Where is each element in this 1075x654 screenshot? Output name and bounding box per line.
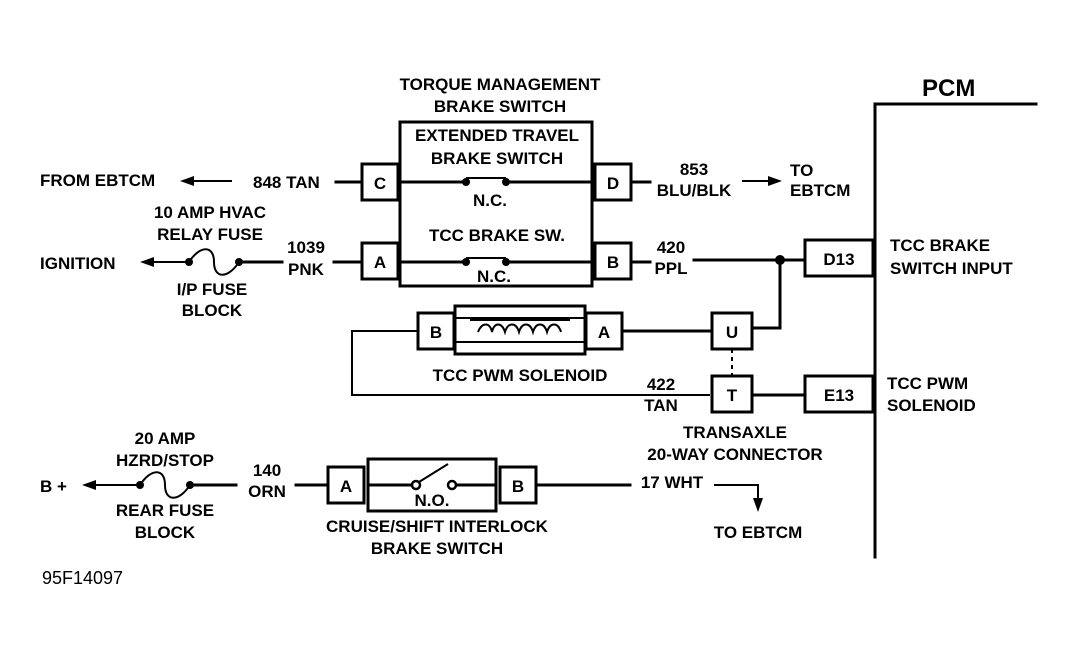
ign-fuse-rating-1: 10 AMP HVAC (154, 203, 266, 222)
transaxle-label-2: 20-WAY CONNECTOR (647, 445, 822, 464)
figure-code: 95F14097 (42, 568, 123, 588)
transaxle-pin-t-label: T (727, 386, 738, 405)
torque-pin-a-label: A (374, 253, 386, 272)
pcm-pin-d13 (803, 238, 875, 278)
cruise-switch-terminal-right (446, 479, 458, 491)
solenoid-pin-b (416, 311, 456, 351)
pcm-pin-d13-label: D13 (823, 250, 854, 269)
pcm-module: PCM TCC BRAKE SWITCH INPUT TCC PWM SOLEN… (873, 75, 1038, 559)
cruise-interlock-switch: N.O. A B CRUISE/SHIFT INTERLOCK BRAKE SW… (326, 457, 549, 558)
b-plus-arrow-head (82, 480, 96, 490)
wire-1039-color: PNK (288, 260, 325, 279)
wire-140-color: ORN (248, 482, 286, 501)
ign-fuse-rating-2: RELAY FUSE (157, 225, 263, 244)
cruise-switch-label-2: BRAKE SWITCH (371, 539, 503, 558)
to-ebtcm-top-label-1: TO (790, 161, 813, 180)
solenoid-pin-b-label: B (430, 323, 442, 342)
rear-fuse-block-2: BLOCK (135, 523, 196, 542)
solenoid-b-to-t-wire (351, 330, 710, 396)
wire-848-tan: FROM EBTCM 848 TAN (40, 171, 364, 192)
rear-fuse-rating-1: 20 AMP (135, 429, 196, 448)
cruise-pin-a (326, 465, 366, 505)
pcm-pin-e13 (803, 374, 875, 414)
wire-17-wht: 17 WHT TO EBTCM (534, 473, 802, 542)
transaxle-pin-t (710, 374, 754, 414)
pcm-tcc-pwm-label-1: TCC PWM (887, 374, 968, 393)
to-ebtcm-bottom-arrow-head (753, 498, 763, 512)
to-ebtcm-top-label-2: EBTCM (790, 181, 850, 200)
torque-pin-b-label: B (607, 253, 619, 272)
torque-pin-b (593, 241, 633, 281)
rear-fuse-rating-2: HZRD/STOP (116, 451, 214, 470)
tcc-pwm-solenoid: B A TCC PWM SOLENOID (351, 304, 714, 396)
cruise-pin-a-label: A (340, 477, 352, 496)
wire-420-color: PPL (654, 259, 687, 278)
transaxle-pin-u-label: U (726, 323, 738, 342)
torque-pin-a (360, 241, 400, 281)
ext-switch-terminal-right (502, 178, 510, 186)
from-ebtcm-label: FROM EBTCM (40, 171, 155, 190)
pcm-pin-e13-label: E13 (824, 386, 854, 405)
wire-420-number: 420 (657, 238, 685, 257)
ignition-fuse-circuit: 10 AMP HVAC RELAY FUSE IGNITION I/P FUSE… (40, 203, 364, 320)
torque-switch-title-1: TORQUE MANAGEMENT (400, 75, 601, 94)
torque-pin-d-label: D (607, 174, 619, 193)
transaxle-connector: U T 422 TAN E13 TRANSAXLE 20-WAY CONNECT… (644, 311, 875, 464)
pcm-tcc-brake-label-2: SWITCH INPUT (890, 259, 1013, 278)
ext-switch-nc: N.C. (473, 191, 507, 210)
cruise-switch-blade (418, 463, 449, 483)
ignition-label: IGNITION (40, 254, 116, 273)
wire-853-number: 853 (680, 160, 708, 179)
cruise-switch-terminal-left (410, 479, 422, 491)
cruise-switch-no: N.O. (415, 491, 450, 510)
rear-fuse-circuit: 20 AMP HZRD/STOP B + REAR FUSE BLOCK 140… (40, 429, 330, 542)
pcm-title: PCM (922, 75, 975, 102)
wire-422-number: 422 (647, 375, 675, 394)
wire-422-color: TAN (644, 396, 678, 415)
cruise-pin-b (498, 465, 538, 505)
wire-853-color: BLU/BLK (657, 181, 732, 200)
solenoid-label: TCC PWM SOLENOID (433, 366, 608, 385)
wire-17-right-segment (714, 484, 759, 500)
wire-1039-number: 1039 (287, 238, 325, 257)
torque-pin-c-label: C (374, 174, 386, 193)
solenoid-coil (477, 323, 562, 336)
ignition-arrow-head (140, 257, 154, 267)
tcc-switch-terminal-left (462, 258, 470, 266)
pcm-tcc-pwm-label-2: SOLENOID (887, 396, 976, 415)
tcc-switch-terminal-right (502, 258, 510, 266)
rear-fuse-element (139, 471, 191, 499)
ext-travel-label-1: EXTENDED TRAVEL (415, 126, 579, 145)
to-ebtcm-bottom-label: TO EBTCM (714, 523, 802, 542)
cruise-pin-b-label: B (512, 477, 524, 496)
ign-fuse-block-1: I/P FUSE (177, 280, 248, 299)
wire-140-number: 140 (253, 461, 281, 480)
wire-420-ppl: 420 PPL D13 (629, 238, 875, 330)
ign-fuse-element (188, 248, 240, 276)
wire-17-label: 17 WHT (641, 473, 704, 492)
b-plus-label: B + (40, 477, 67, 496)
tcc-switch-nc: N.C. (477, 267, 511, 286)
wire-853-blublk: 853 BLU/BLK TO EBTCM (629, 160, 850, 200)
wire-848-label: 848 TAN (253, 173, 320, 192)
pcm-tcc-brake-label-1: TCC BRAKE (890, 236, 990, 255)
torque-management-switch: TORQUE MANAGEMENT BRAKE SWITCH EXTENDED … (360, 75, 633, 288)
transaxle-pin-u (710, 311, 754, 351)
transaxle-label-1: TRANSAXLE (683, 423, 787, 442)
to-ebtcm-arrow-head (768, 176, 782, 186)
cruise-switch-label-1: CRUISE/SHIFT INTERLOCK (326, 517, 549, 536)
tcc-brake-sw-label: TCC BRAKE SW. (429, 226, 565, 245)
from-ebtcm-arrow-head (180, 176, 194, 186)
pcm-boundary (873, 102, 1038, 559)
ign-fuse-block-2: BLOCK (182, 301, 243, 320)
solenoid-pin-a-label: A (598, 323, 610, 342)
wire-420-to-u (750, 258, 782, 330)
torque-switch-title-2: BRAKE SWITCH (434, 97, 566, 116)
ext-travel-label-2: BRAKE SWITCH (431, 149, 563, 168)
ext-switch-terminal-left (462, 178, 470, 186)
rear-fuse-block-1: REAR FUSE (116, 501, 214, 520)
